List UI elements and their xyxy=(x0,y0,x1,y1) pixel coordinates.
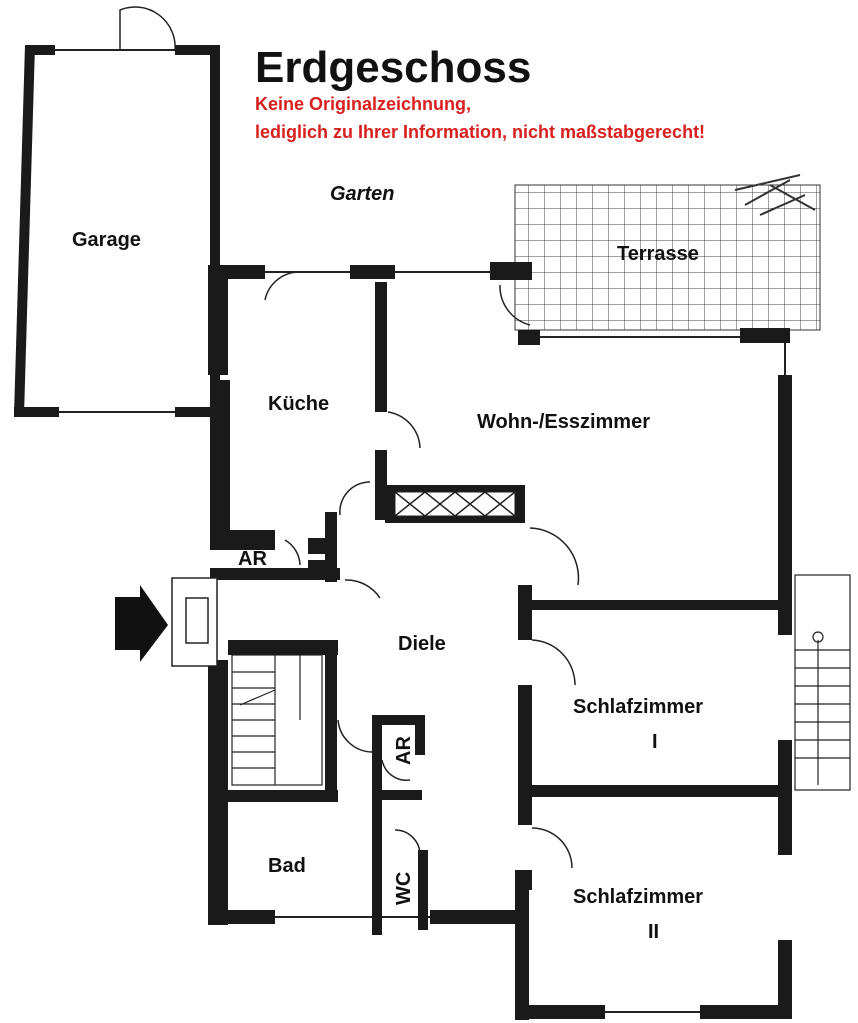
garage-walls xyxy=(14,45,220,417)
door-swings xyxy=(264,271,580,869)
room-label-diele: Diele xyxy=(398,633,446,655)
room-label-schlafzimmer-2-number: II xyxy=(648,921,659,943)
page-title: Erdgeschoss xyxy=(255,43,531,92)
room-label-wc: WC xyxy=(393,872,415,905)
external-stairs xyxy=(794,574,851,791)
entrance-arrow-icon xyxy=(115,585,168,662)
room-label-ar-lower: AR xyxy=(393,736,415,765)
cupboard xyxy=(394,491,516,517)
room-label-schlafzimmer-2: Schlafzimmer xyxy=(573,886,703,908)
room-label-garage: Garage xyxy=(72,229,141,251)
room-label-wohn-esszimmer: Wohn-/Esszimmer xyxy=(477,411,650,433)
room-label-schlafzimmer-1-number: I xyxy=(652,731,658,753)
terrace-area xyxy=(514,174,821,331)
notice-line-2: lediglich zu Ihrer Information, nicht ma… xyxy=(255,122,705,142)
area-label-garten: Garten xyxy=(330,183,394,205)
room-label-bad: Bad xyxy=(268,855,306,877)
ar-upper-box xyxy=(308,538,328,576)
house-walls xyxy=(208,262,792,1020)
interior-walls xyxy=(228,282,788,935)
room-label-kueche: Küche xyxy=(268,393,329,415)
room-label-schlafzimmer-1: Schlafzimmer xyxy=(573,696,703,718)
room-label-ar-upper: AR xyxy=(238,548,267,570)
entrance xyxy=(171,577,218,667)
staircase xyxy=(231,654,323,786)
area-label-terrasse: Terrasse xyxy=(617,243,699,265)
notice-line-1: Keine Originalzeichnung, xyxy=(255,94,471,114)
